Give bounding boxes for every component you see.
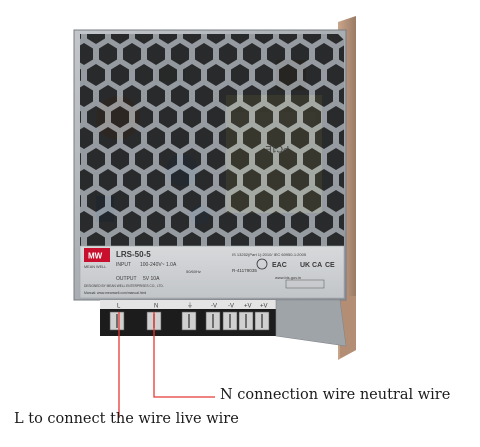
terminal-label-v4: +V	[260, 304, 268, 310]
live-wire-label: L to connect the wire live wire	[14, 411, 239, 427]
svg-text:EAC: EAC	[272, 262, 287, 269]
terminal-label-l: L	[117, 304, 121, 310]
terminal-label-v3: +V	[244, 304, 252, 310]
svg-text:CE: CE	[325, 262, 335, 269]
output-value: 5V 10A	[143, 276, 160, 282]
cert-site: www.bis.gov.in	[275, 275, 301, 280]
input-label: INPUT	[116, 262, 131, 268]
svg-text:MEAN WELL: MEAN WELL	[84, 265, 106, 269]
neutral-callout-line	[153, 312, 215, 398]
cert-marks: EAC UK CA CE	[256, 258, 335, 289]
neutral-wire-label: N connection wire neutral wire	[220, 387, 451, 403]
svg-text:UK CA: UK CA	[300, 262, 322, 269]
manual-text: Manual: www.meanwell.com/manual.html	[84, 291, 146, 295]
svg-text:MW: MW	[88, 252, 103, 261]
terminal-label-n: N	[154, 304, 158, 310]
terminal-label-v1: -V	[211, 304, 217, 310]
product-label	[79, 245, 345, 299]
cert-number: R-41179035	[232, 268, 257, 273]
input-freq: 50/60Hz	[186, 269, 201, 274]
output-label: OUTPUT	[116, 276, 137, 282]
board-text: PC1E	[265, 144, 289, 154]
terminal-label-v2: -V	[228, 304, 234, 310]
input-value: 100-240V~ 1.0A	[140, 262, 177, 268]
model-number: LRS-50-5	[116, 250, 151, 259]
terminal-block: L N ⏚ -V -V +V +V	[100, 300, 276, 336]
chassis-lip	[275, 299, 347, 347]
brand-logo: MW MEAN WELL	[84, 248, 110, 269]
internals	[80, 34, 344, 246]
terminal-label-ground: ⏚	[187, 303, 193, 310]
manufacturer-text: DESIGNED BY MEAN WELL ENTERPRISES CO., L…	[84, 284, 164, 288]
cert-text: IS 13252(Part 1):2010/ IEC 60950-1:2005	[232, 252, 307, 257]
